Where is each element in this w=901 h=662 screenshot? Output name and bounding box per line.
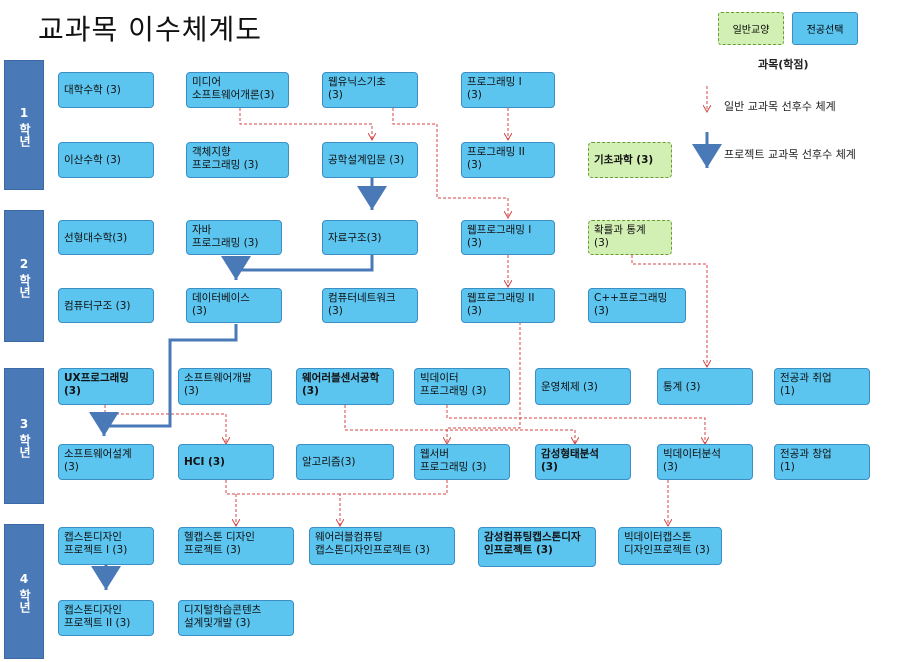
year-2-suffix: 학년 [17,273,32,298]
course-statistics: 통계 (3) [657,368,753,405]
arrow-prob-to-stats [631,255,707,367]
year-1-number: 1 [19,105,29,120]
course-capstone-2: 캡스톤디자인 프로젝트 II (3) [58,600,154,636]
course-ux-programming: UX프로그래밍 (3) [58,368,154,405]
arrow-sensor-to-emotion [344,405,575,444]
course-capstone-1: 캡스톤디자인 프로젝트 I (3) [58,527,154,565]
course-hci: HCI (3) [178,444,274,480]
arrow-bigdata-to-analysis [446,405,705,444]
course-wearable-capstone: 웨어러블컴퓨팅 캡스톤디자인프로젝트 (3) [309,527,455,565]
year-1-bar: 1 학년 [4,60,44,190]
legend-solid-label: 프로젝트 교과목 선후수 체계 [724,148,856,161]
course-discrete-math: 이산수학 (3) [58,142,154,178]
legend-general-label: 일반교양 [732,25,770,36]
course-computer-architecture: 컴퓨터구조 (3) [58,288,154,323]
course-bigdata-analysis: 빅데이터분석 (3) [657,444,753,480]
course-database: 데이터베이스 (3) [186,288,282,323]
course-basic-science: 기초과학 (3) [588,142,672,178]
year-2-number: 2 [19,256,29,271]
arrow-ux-to-hci [104,405,226,444]
year-4-bar: 4 학년 [4,524,44,659]
course-bigdata-programming: 빅데이터 프로그래밍 (3) [414,368,510,405]
arrow-webserver-to-wearcomp [340,480,448,526]
course-emotion-capstone: 감성컴퓨팅캡스톤디자 인프로젝트 (3) [478,527,596,567]
arrow-db-to-swdesign [89,324,238,436]
course-media-sw-intro: 미디어 소프트웨어개론(3) [186,72,289,108]
course-bigdata-capstone: 빅데이터캡스톤 디자인프로젝트 (3) [618,527,722,565]
course-sw-development: 소프트웨어개발 (3) [178,368,272,405]
legend-major-swatch: 전공선택 [792,12,858,45]
year-3-suffix: 학년 [17,433,32,458]
course-programming-2: 프로그래밍 II (3) [461,142,555,178]
legend-subject-label: 과목(학점) [758,58,809,71]
course-emotion-analysis: 감성형태분석 (3) [535,444,631,480]
course-eng-design-intro: 공학설계입문 (3) [322,142,418,178]
arrow-media-to-design [239,108,372,140]
course-linear-algebra: 선형대수학(3) [58,220,154,255]
year-4-number: 4 [19,572,29,586]
course-sw-design: 소프트웨어설계 (3) [58,444,154,480]
course-computer-network: 컴퓨터네트워크 (3) [322,288,418,323]
course-calculus: 대학수학 (3) [58,72,154,108]
course-programming-1: 프로그래밍 I (3) [461,72,555,108]
course-oop: 객체지향 프로그래밍 (3) [186,142,289,178]
course-web-programming-2: 웹프로그래밍 II (3) [461,288,555,323]
course-digital-learning: 디지털학습콘텐츠 설계및개발 (3) [178,600,294,636]
course-data-structure: 자료구조(3) [322,220,418,255]
course-probability-stats: 확률과 통계 (3) [588,220,672,255]
legend-general-swatch: 일반교양 [718,12,784,45]
course-wearable-sensor: 웨어러블센서공학 (3) [296,368,394,405]
course-career-employment: 전공과 취업 (1) [774,368,870,405]
year-3-number: 3 [19,416,29,431]
course-web-unix: 웹유닉스기초 (3) [322,72,418,108]
legend-dashed-label: 일반 교과목 선후수 체계 [724,100,836,113]
legend-major-label: 전공선택 [806,25,844,36]
course-cpp: C++프로그래밍 (3) [588,288,686,323]
year-2-bar: 2 학년 [4,210,44,342]
course-java: 자바 프로그래밍 (3) [186,220,282,255]
course-career-startup: 전공과 창업 (1) [774,444,870,480]
course-web-programming-1: 웹프로그래밍 I (3) [461,220,555,255]
arrow-webprog2-to-webserver [447,322,521,444]
course-health-capstone: 헬캡스톤 디자인 프로젝트 (3) [178,527,294,565]
year-1-suffix: 학년 [17,122,32,147]
year-4-suffix: 학년 [17,589,32,613]
arrow-hci-to-capstone [225,480,340,495]
arrow-datastruct-to-db [221,255,374,280]
course-web-server: 웹서버 프로그래밍 (3) [414,444,510,480]
year-3-bar: 3 학년 [4,368,44,504]
page-title: 교과목 이수체계도 [38,13,262,46]
course-algorithm: 알고리즘(3) [296,444,394,480]
course-operating-system: 운영체제 (3) [535,368,631,405]
arrow-unix-to-webprog1 [392,108,508,218]
